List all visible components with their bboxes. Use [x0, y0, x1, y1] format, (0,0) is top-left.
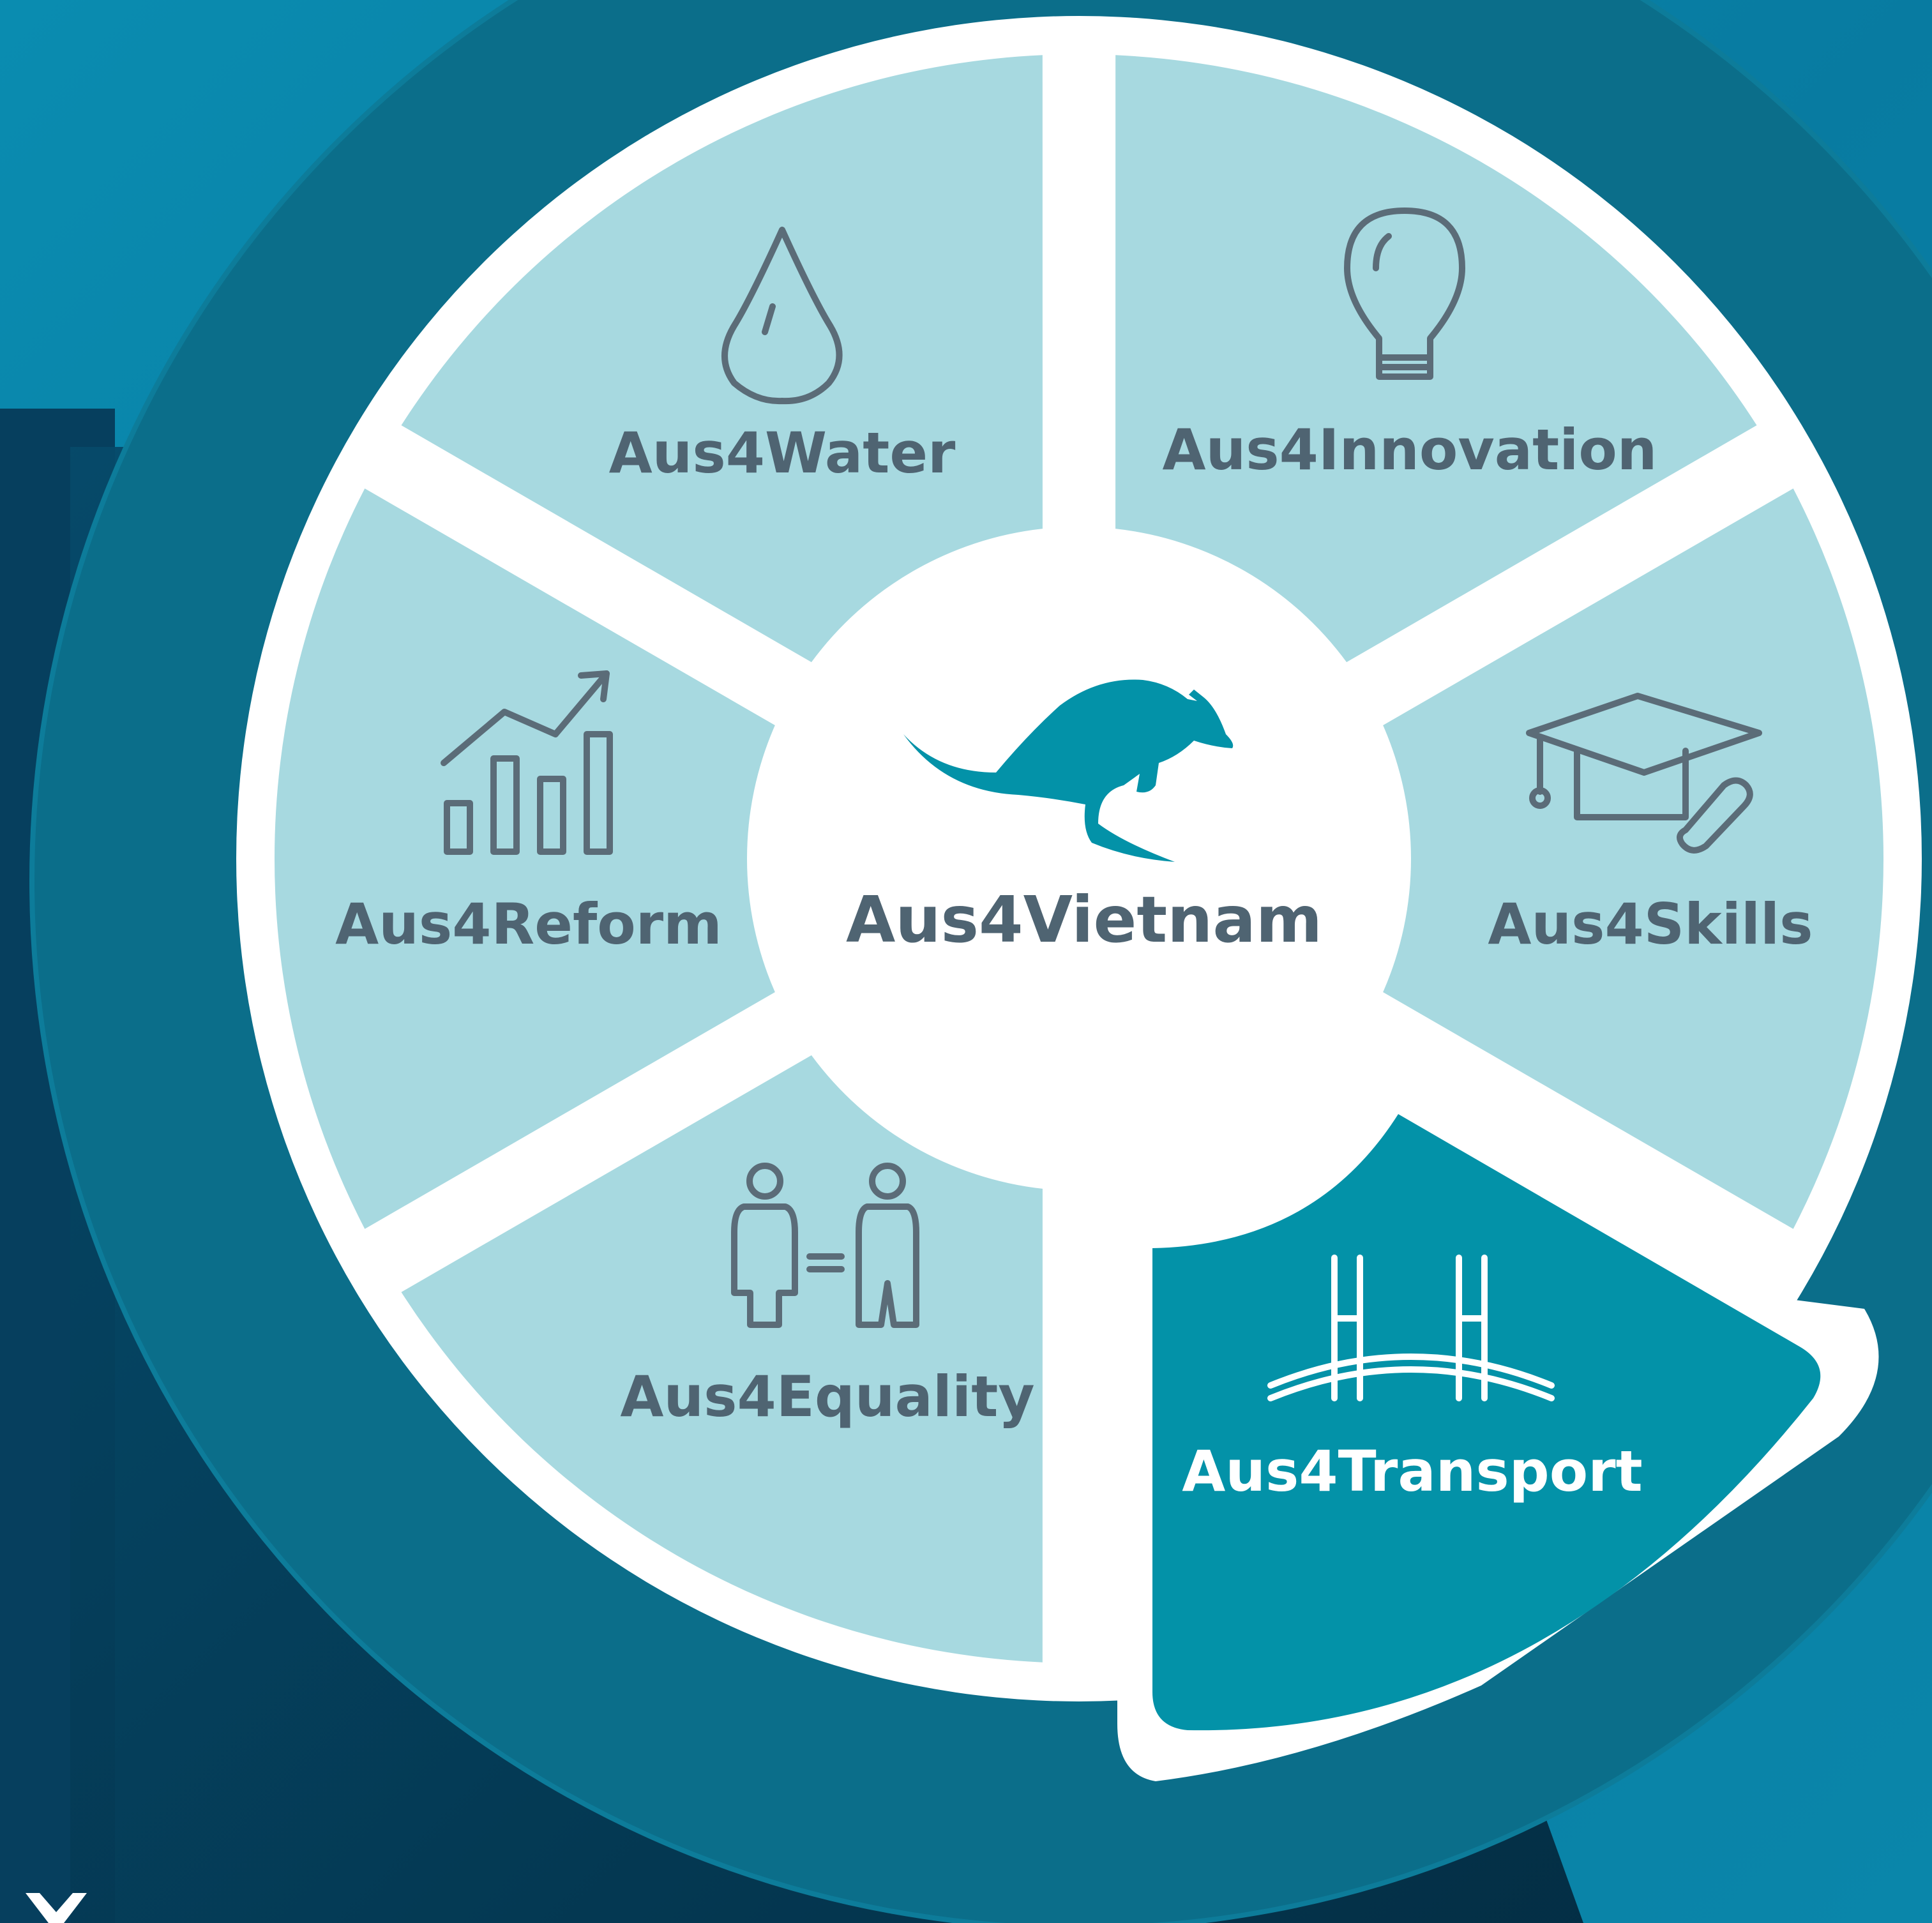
partial-glyph — [26, 1893, 87, 1923]
center-label: Aus4Vietnam — [846, 882, 1322, 957]
growth-chart-icon — [441, 670, 613, 855]
segment-transport-shape[interactable] — [1152, 1114, 1821, 1731]
kangaroo-icon — [903, 679, 1234, 862]
graduation-cap-icon — [1526, 693, 1762, 854]
segment-label-innovation: Aus4Innovation — [1163, 417, 1657, 483]
segment-label-water: Aus4Water — [609, 420, 956, 486]
center-hub — [766, 546, 1392, 1172]
bridge-icon — [1267, 1255, 1555, 1401]
segment-label-equality: Aus4Equality — [620, 1364, 1034, 1429]
segment-label-reform: Aus4Reform — [335, 891, 722, 957]
gender-equality-icon — [731, 1163, 919, 1328]
segment-innovation-shape[interactable] — [1115, 55, 1757, 663]
segment-label-transport: Aus4Transport — [1182, 1438, 1642, 1504]
segment-label-skills: Aus4Skills — [1488, 891, 1813, 957]
outer-ring-edge — [29, 0, 1932, 1923]
water-drop-icon — [721, 227, 843, 405]
lightbulb-icon — [1344, 207, 1465, 380]
segment-skills-shape[interactable] — [1383, 488, 1883, 1229]
segment-reform-shape[interactable] — [274, 488, 775, 1229]
